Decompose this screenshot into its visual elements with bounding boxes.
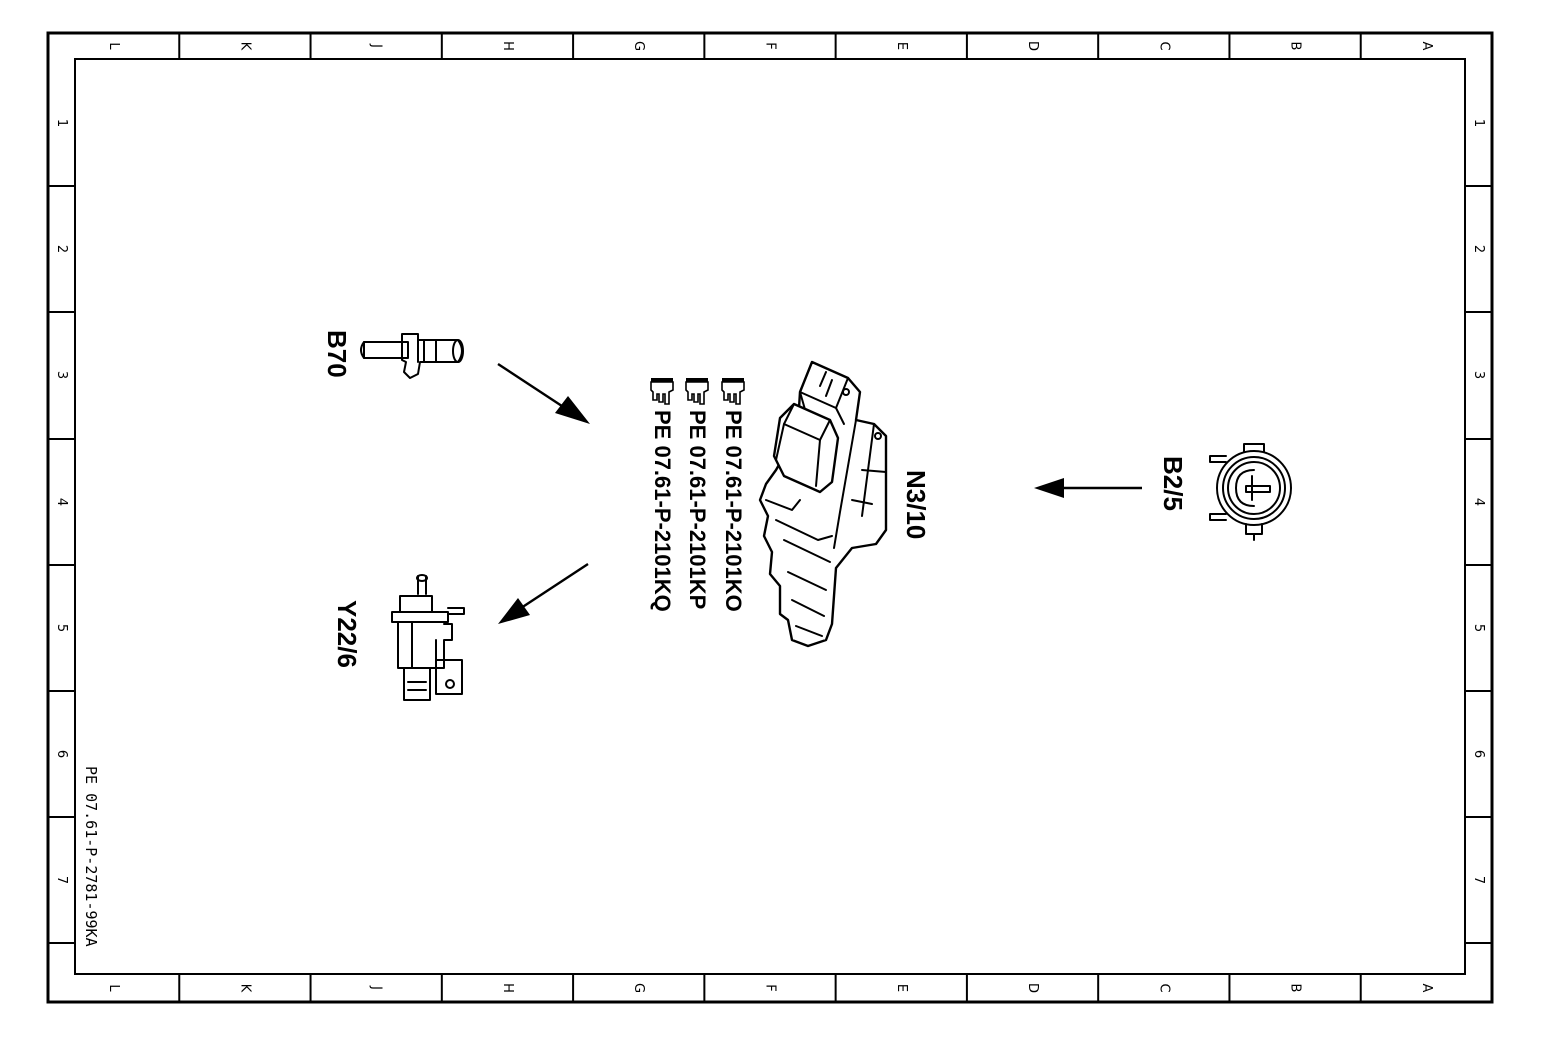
row-label-right: 4 xyxy=(1471,498,1486,506)
column-label-top: D xyxy=(1025,41,1040,51)
document-id: PE 07.61-P-2781-99KA xyxy=(82,766,100,947)
row-label-left: 1 xyxy=(54,119,69,127)
pointing-hand-icon xyxy=(650,378,674,405)
arrow-b2-5-to-n3-10 xyxy=(1034,478,1142,498)
row-label-left: 4 xyxy=(54,498,69,506)
column-label-top: J xyxy=(369,43,384,48)
column-label-top: E xyxy=(894,42,909,50)
row-label-right: 1 xyxy=(1471,119,1486,127)
row-label-right: 7 xyxy=(1471,876,1486,884)
reference-item[interactable]: PE 07.61-P-2101KP xyxy=(685,378,710,609)
air-mass-sensor-icon xyxy=(1209,443,1292,541)
column-label-bottom: F xyxy=(763,984,778,991)
column-label-top: B xyxy=(1288,42,1303,51)
n3-10-label: N3/10 xyxy=(901,470,931,539)
row-label-right: 2 xyxy=(1471,245,1486,253)
grid-marks: L L K K J J H H G G F F E E D D C C B B A A 1 1 2 2 3 3 4 4 5 5 6 6 7 7 xyxy=(48,33,1492,1002)
outer-frame xyxy=(46,31,1494,1004)
reference-text: PE 07.61-P-2101KQ xyxy=(650,410,675,612)
row-label-left: 2 xyxy=(54,245,69,253)
column-label-top: K xyxy=(237,42,252,51)
row-label-right: 3 xyxy=(1471,371,1486,379)
control-unit-icon xyxy=(758,360,888,648)
column-label-top: C xyxy=(1156,41,1171,50)
column-label-top: L xyxy=(106,42,121,50)
arrow-b70-to-n3-10 xyxy=(497,362,590,424)
reference-text: PE 07.61-P-2101KO xyxy=(721,410,746,612)
reference-item[interactable]: PE 07.61-P-2101KO xyxy=(721,378,746,612)
row-label-right: 5 xyxy=(1471,624,1486,632)
column-label-bottom: K xyxy=(237,984,252,993)
reference-text: PE 07.61-P-2101KP xyxy=(685,410,710,609)
arrow-n3-10-to-y22-6 xyxy=(498,562,589,624)
inner-frame xyxy=(74,58,1466,975)
row-label-left: 3 xyxy=(54,371,69,379)
column-label-top: F xyxy=(763,42,778,49)
solenoid-valve-icon xyxy=(391,574,465,701)
column-label-top: H xyxy=(500,41,515,51)
b2-5-label: B2/5 xyxy=(1158,456,1188,511)
row-label-left: 5 xyxy=(54,624,69,632)
b70-label: B70 xyxy=(322,330,352,378)
reference-list: PE 07.61-P-2101KO PE 07.61-P-2101KP PE 07.… xyxy=(650,378,746,612)
column-label-bottom: B xyxy=(1288,984,1303,993)
pointing-hand-icon xyxy=(685,378,709,405)
pointing-hand-icon xyxy=(721,378,745,405)
y22-6-label: Y22/6 xyxy=(332,600,362,668)
column-label-bottom: G xyxy=(631,983,646,993)
column-label-bottom: H xyxy=(500,983,515,993)
row-label-right: 6 xyxy=(1471,750,1486,758)
column-label-bottom: C xyxy=(1156,983,1171,992)
crankshaft-sensor-icon xyxy=(360,333,464,379)
row-label-left: 7 xyxy=(54,876,69,884)
column-label-bottom: A xyxy=(1419,984,1434,993)
column-label-bottom: D xyxy=(1025,983,1040,993)
row-label-left: 6 xyxy=(54,750,69,758)
column-label-bottom: L xyxy=(106,984,121,992)
reference-item[interactable]: PE 07.61-P-2101KQ xyxy=(650,378,675,612)
column-label-bottom: E xyxy=(894,984,909,992)
column-label-bottom: J xyxy=(369,985,384,990)
column-label-top: A xyxy=(1419,42,1434,51)
column-label-top: G xyxy=(631,41,646,51)
